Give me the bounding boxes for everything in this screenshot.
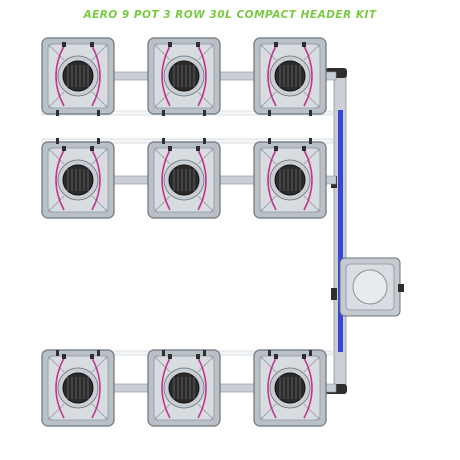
connecting-pipe bbox=[217, 71, 257, 81]
fitting bbox=[274, 146, 278, 151]
pot-icon bbox=[41, 141, 115, 219]
rail-clip bbox=[56, 138, 59, 144]
drip-hose bbox=[161, 149, 171, 211]
drip-hose bbox=[91, 45, 101, 107]
pot-icon bbox=[253, 37, 327, 115]
drip-hose bbox=[197, 357, 207, 419]
connecting-pipe bbox=[217, 383, 257, 393]
tank-lid bbox=[352, 269, 388, 305]
fitting bbox=[62, 42, 66, 47]
fitting bbox=[90, 354, 94, 359]
connecting-pipe bbox=[111, 383, 151, 393]
rail-clip bbox=[268, 350, 271, 356]
rail-clip bbox=[97, 350, 100, 356]
rail-clip bbox=[203, 110, 206, 116]
rail-clip bbox=[162, 138, 165, 144]
net-basket bbox=[62, 372, 94, 404]
net-basket bbox=[62, 164, 94, 196]
fitting bbox=[62, 146, 66, 151]
feed-line bbox=[338, 110, 343, 352]
connector bbox=[331, 288, 337, 300]
drip-hose bbox=[91, 357, 101, 419]
drip-hose bbox=[91, 149, 101, 211]
drip-hose bbox=[55, 149, 65, 211]
header-tank-icon bbox=[339, 257, 404, 317]
pot-icon bbox=[147, 37, 221, 115]
drip-hose bbox=[267, 149, 277, 211]
fitting bbox=[196, 354, 200, 359]
drip-hose bbox=[303, 357, 313, 419]
rail-clip bbox=[268, 110, 271, 116]
fitting bbox=[168, 146, 172, 151]
fitting bbox=[62, 354, 66, 359]
pot-icon bbox=[41, 349, 115, 427]
kit-title: AERO 9 POT 3 ROW 30L COMPACT HEADER KIT bbox=[83, 9, 377, 21]
feed-pipe-icon bbox=[325, 68, 347, 394]
drip-hose bbox=[303, 149, 313, 211]
rail-clip bbox=[203, 350, 206, 356]
net-basket bbox=[62, 60, 94, 92]
pot-icon bbox=[147, 349, 221, 427]
fitting bbox=[90, 42, 94, 47]
tank-outlet bbox=[398, 284, 404, 292]
net-basket bbox=[168, 372, 200, 404]
drip-hose bbox=[161, 45, 171, 107]
fitting bbox=[302, 146, 306, 151]
drip-hose bbox=[55, 45, 65, 107]
net-basket bbox=[274, 372, 306, 404]
net-basket bbox=[168, 164, 200, 196]
connecting-pipe bbox=[111, 71, 151, 81]
rail-clip bbox=[203, 138, 206, 144]
connecting-pipe bbox=[111, 175, 151, 185]
rail-clip bbox=[56, 350, 59, 356]
drip-hose bbox=[267, 45, 277, 107]
fitting bbox=[302, 42, 306, 47]
pot-icon bbox=[253, 141, 327, 219]
drip-hose bbox=[267, 357, 277, 419]
rail-clip bbox=[162, 350, 165, 356]
rail-clip bbox=[268, 138, 271, 144]
rail-clip bbox=[309, 110, 312, 116]
rail-clip bbox=[162, 110, 165, 116]
net-basket bbox=[274, 60, 306, 92]
rail-clip bbox=[309, 138, 312, 144]
drip-hose bbox=[197, 45, 207, 107]
fitting bbox=[90, 146, 94, 151]
fitting bbox=[302, 354, 306, 359]
drip-hose bbox=[303, 45, 313, 107]
fitting bbox=[196, 146, 200, 151]
fitting bbox=[274, 42, 278, 47]
pot-icon bbox=[147, 141, 221, 219]
connecting-pipe bbox=[217, 175, 257, 185]
net-basket bbox=[274, 164, 306, 196]
fitting bbox=[168, 354, 172, 359]
drip-hose bbox=[55, 357, 65, 419]
fitting bbox=[274, 354, 278, 359]
fitting bbox=[196, 42, 200, 47]
pot-icon bbox=[41, 37, 115, 115]
drip-hose bbox=[197, 149, 207, 211]
fitting bbox=[168, 42, 172, 47]
net-basket bbox=[168, 60, 200, 92]
pot-icon bbox=[253, 349, 327, 427]
drip-hose bbox=[161, 357, 171, 419]
rail-clip bbox=[56, 110, 59, 116]
rail-clip bbox=[309, 350, 312, 356]
rail-clip bbox=[97, 110, 100, 116]
rail-clip bbox=[97, 138, 100, 144]
